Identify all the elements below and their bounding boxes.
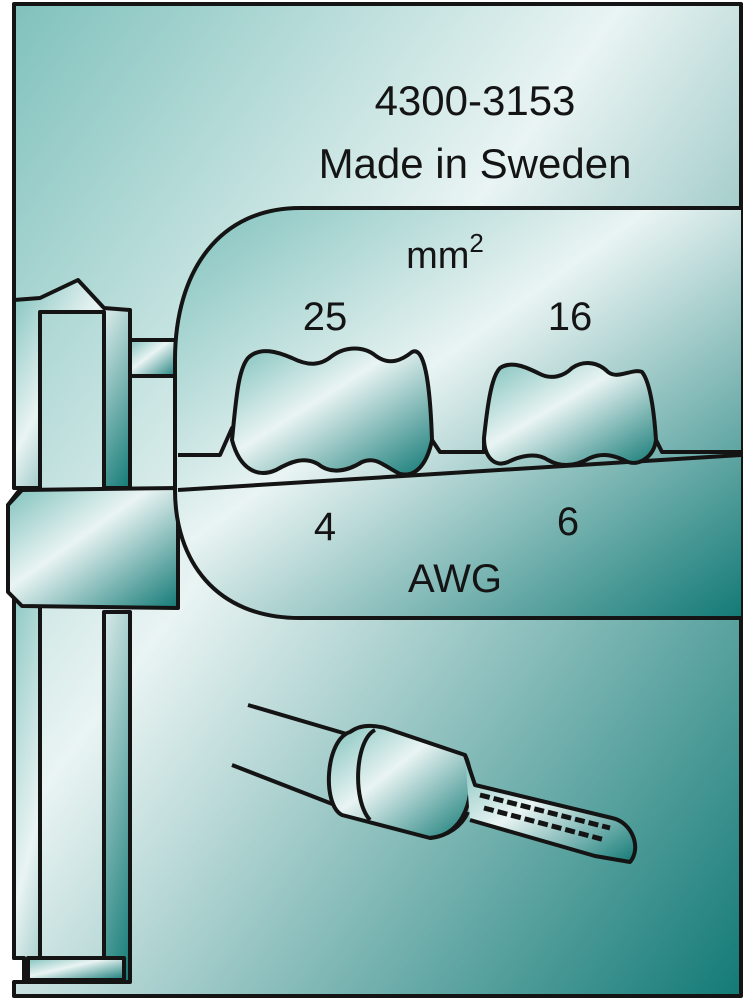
cavity-2-mm2: 16 <box>548 295 593 339</box>
metric-unit-label: mm2 <box>406 228 484 277</box>
part-number: 4300-3153 <box>375 77 576 124</box>
anvil-line <box>177 453 742 492</box>
crimped-ferrule-icon <box>231 703 638 864</box>
cavity-2-awg: 6 <box>557 500 579 544</box>
cavity-1-mm2: 25 <box>303 295 348 339</box>
cavity-1-awg: 4 <box>314 505 336 549</box>
awg-label: AWG <box>408 557 502 601</box>
jaw-ridge <box>430 438 741 454</box>
metric-unit-exponent: 2 <box>469 228 483 258</box>
origin-label: Made in Sweden <box>319 140 632 187</box>
locating-peg <box>128 338 180 378</box>
die-nest <box>173 206 741 620</box>
cavity-16-profile <box>482 361 658 467</box>
cavity-25-profile <box>230 346 434 477</box>
cross-bar <box>6 486 180 610</box>
metric-unit: mm <box>406 235 469 277</box>
